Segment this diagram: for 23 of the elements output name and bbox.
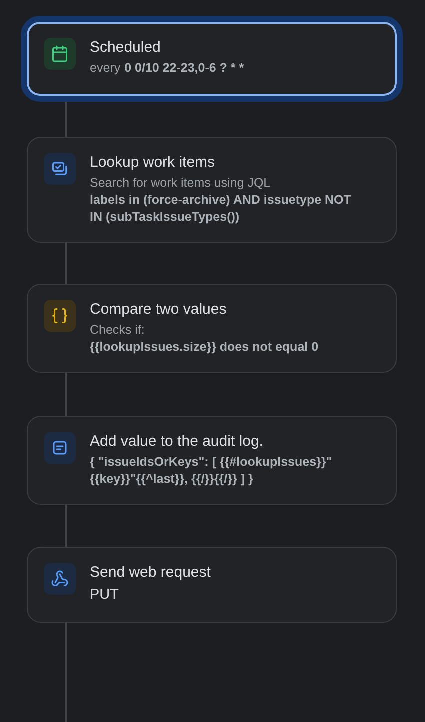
connector-line [65, 373, 67, 416]
step-card [27, 547, 397, 623]
step-title: Compare two values [90, 300, 228, 320]
step-title: Send web request [90, 563, 212, 583]
step-title: Lookup work items [90, 153, 216, 173]
connector-line [65, 505, 67, 547]
query-text: labels in (force-archive) AND issuetype NOT IN (subTaskIssueTypes()) [90, 192, 352, 226]
step-description: Search for work items using JQL [90, 175, 272, 192]
connector-line [65, 102, 67, 137]
connector-line [65, 623, 67, 722]
step-card [27, 284, 397, 373]
condition-text: {{lookupIssues.size}} does not equal 0 [90, 339, 320, 356]
step-card [27, 416, 397, 505]
schedule-text: every [90, 61, 121, 75]
cron-expression: 0 0/10 22-23,0-6 ? * * [124, 61, 244, 75]
step-card [21, 16, 403, 102]
step-card [27, 137, 397, 243]
connector-line [65, 243, 67, 284]
log-template-text: { "issueIdsOrKeys": [ {{#lookupIssues}}" {{key}}"{{^last}}, {{/}}{{/}} ] } [90, 454, 334, 488]
step-title: Scheduled [90, 38, 162, 58]
step-description: Checks if: [90, 322, 146, 339]
http-method: PUT [90, 586, 120, 605]
step-title: Add value to the audit log. [90, 432, 264, 452]
